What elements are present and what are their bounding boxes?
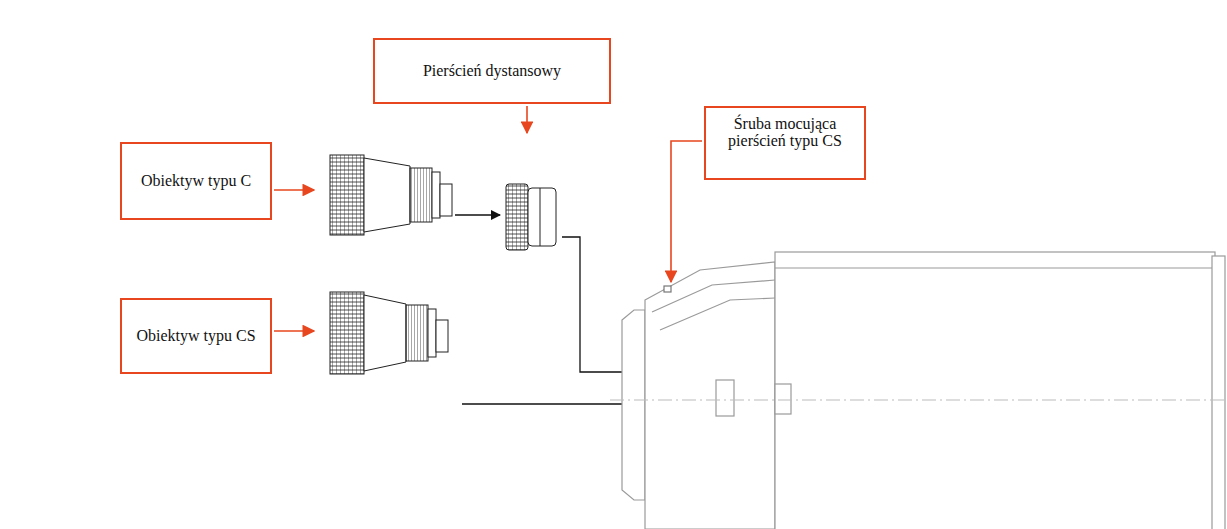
assembly-arrows (455, 215, 632, 404)
cs-lens (330, 292, 448, 374)
callout-box: Pierścień dystansowy (373, 38, 611, 104)
callout-text: Obiektyw typu CS (136, 328, 255, 345)
leader-arrows (274, 106, 702, 331)
camera-body (610, 252, 1227, 529)
callout-text: Śruba mocująca pierścień typu CS (716, 116, 854, 150)
callout-text: Obiektyw typu C (141, 173, 251, 190)
callout-box: Obiektyw typu CS (120, 298, 272, 374)
c-lens (330, 155, 452, 235)
spacer-ring (506, 184, 556, 250)
callout-text: Pierścień dystansowy (423, 63, 561, 80)
callout-box: Obiektyw typu C (120, 142, 272, 220)
callout-box: Śruba mocująca pierścień typu CS (704, 106, 866, 180)
